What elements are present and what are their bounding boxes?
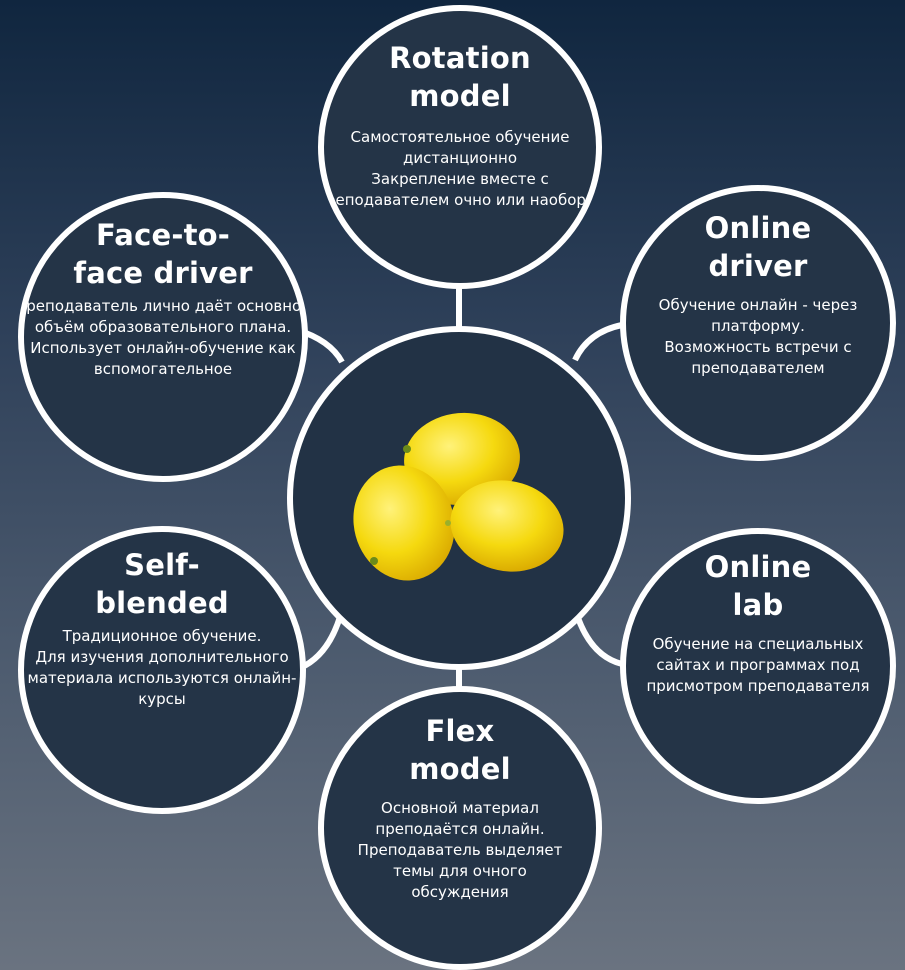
node-title: Online driver [704, 211, 812, 283]
lemon-top-tip [402, 444, 411, 453]
node-online-driver: Online driver Обучение онлайн - через пл… [620, 185, 896, 461]
node-description: Самостоятельное обучение дистанционно За… [318, 128, 602, 209]
node-title: Rotation model [389, 41, 531, 113]
node-description: Основной материал преподаётся онлайн. Пр… [357, 799, 563, 901]
node-description: Обучение на специальных сайтах и програм… [646, 635, 870, 695]
connector-bottom-right [573, 611, 623, 667]
lemon-right-tip [444, 519, 451, 526]
node-title: Face-to- face driver [73, 218, 253, 290]
node-flex-model: Flex model Основной материал преподаётся… [318, 686, 602, 970]
node-description: Традиционное обучение. Для изучения допо… [27, 627, 297, 708]
node-title: Self- blended [95, 548, 229, 620]
lemon-right [449, 479, 564, 572]
lemon-left [352, 465, 455, 580]
lemon-left-tip [369, 556, 378, 565]
lemons-image [352, 412, 564, 580]
node-title: Online lab [704, 550, 812, 622]
node-face-to-face-driver: Face-to- face driver Преподаватель лично… [18, 192, 308, 482]
node-online-lab: Online lab Обучение на специальных сайта… [620, 528, 896, 804]
node-description: Обучение онлайн - через платформу. Возмо… [658, 296, 858, 377]
node-description: Преподаватель лично даёт основной объём … [18, 297, 308, 378]
center-circle [287, 326, 631, 670]
node-self-blended: Self- blended Традиционное обучение. Для… [18, 526, 306, 814]
node-title: Flex model [409, 714, 511, 786]
connector-top-right [572, 322, 623, 362]
node-rotation-model: Rotation model Самостоятельное обучение … [318, 5, 602, 289]
